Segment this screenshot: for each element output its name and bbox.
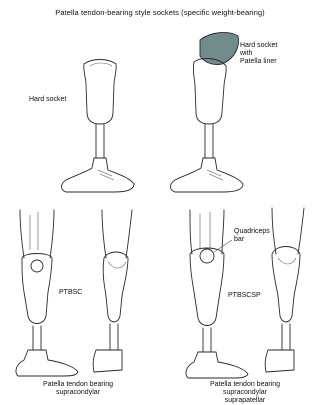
hard-socket [193, 59, 226, 124]
caption-ptbsc: Patella tendon bearing supracondylar [8, 381, 148, 397]
pylon [96, 124, 104, 158]
label-hard-socket-with-patella-liner: Hard socket with Patella liner [240, 42, 277, 66]
label-ptbsc: PTBSC [59, 289, 82, 297]
caption-ptbscsp: Patella tendon bearing supracondylar sup… [170, 381, 320, 405]
shoe [171, 158, 244, 192]
ptbscsp-socket-side [272, 247, 300, 323]
pylon [205, 124, 213, 158]
hard-socket-prosthesis [62, 60, 135, 193]
ptbscsp-socket-front [190, 248, 224, 326]
label-quadriceps-bar: Quadriceps bar [234, 228, 270, 244]
ptbsc-socket-front [22, 254, 52, 324]
hard-socket [84, 60, 116, 125]
shoe [62, 158, 135, 192]
quadriceps-bar-leader [214, 240, 232, 252]
patella-liner [200, 33, 238, 65]
label-ptbscsp: PTBSCSP [228, 292, 261, 300]
quadriceps-bar-marker [200, 249, 214, 263]
ptbsc-socket-side [103, 252, 128, 322]
liner-socket-prosthesis [171, 33, 244, 192]
label-hard-socket: Hard socket [29, 96, 66, 104]
